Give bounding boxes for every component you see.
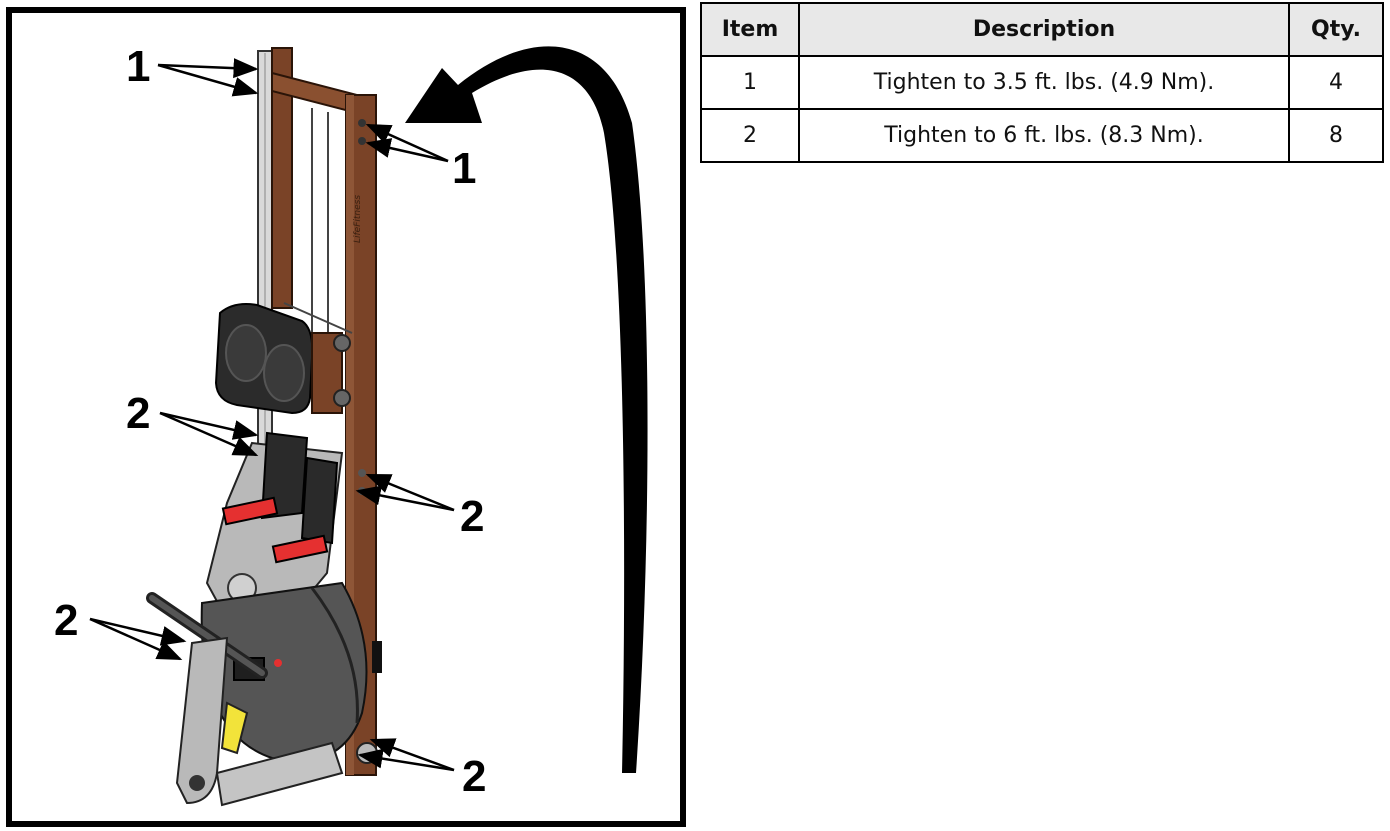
table-row: 1 Tighten to 3.5 ft. lbs. (4.9 Nm). 4 [700,55,1384,110]
cell-qty: 8 [1288,108,1384,163]
callout-2-mid-right: 2 [460,492,484,541]
svg-text:LifeFitness: LifeFitness [353,195,363,243]
seat [214,303,351,415]
rotation-arrow-icon [405,46,648,773]
assembly-illustration: LifeFitness [6,7,686,827]
torque-spec-table: Item Description Qty. 1 Tighten to 3.5 f… [700,2,1384,163]
cell-description: Tighten to 6 ft. lbs. (8.3 Nm). [798,108,1290,163]
callout-2-low-left: 2 [54,596,78,645]
header-item: Item [700,2,800,57]
aluminum-rail [257,50,273,492]
table-header-row: Item Description Qty. [700,2,1384,57]
callout-1-top-left: 1 [126,42,150,91]
callout-2-bottom-right: 2 [462,752,486,801]
cell-description: Tighten to 3.5 ft. lbs. (4.9 Nm). [798,55,1290,110]
cables [283,108,353,343]
cell-item: 1 [700,55,800,110]
callout-1-top-right: 1 [452,144,476,193]
callout-2-mid-left: 2 [126,389,150,438]
handle-and-base [146,592,344,807]
header-description: Description [798,2,1290,57]
rower-wall-storage-drawing: LifeFitness [54,42,648,807]
cell-item: 2 [700,108,800,163]
table-row: 2 Tighten to 6 ft. lbs. (8.3 Nm). 8 [700,108,1384,163]
cell-qty: 4 [1288,55,1384,110]
header-qty: Qty. [1288,2,1384,57]
callout-arrows [89,58,455,772]
